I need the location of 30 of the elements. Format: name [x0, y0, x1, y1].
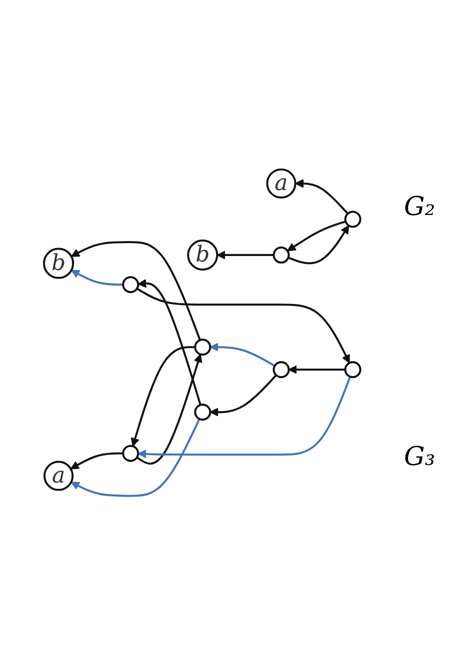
- arrow: [138, 376, 351, 458]
- node-circle: [122, 444, 139, 462]
- arrow: [210, 374, 277, 417]
- arrow: [70, 270, 123, 286]
- arrow: [138, 279, 202, 406]
- node-circle: [194, 404, 211, 421]
- arrow: [70, 241, 201, 340]
- node-circle: a: [266, 168, 296, 199]
- arrow: [288, 225, 349, 264]
- arrow: [70, 418, 200, 497]
- node-circle: [122, 276, 139, 294]
- node-circle: [272, 246, 290, 264]
- graph-label: G₃: [404, 442, 436, 472]
- node-circle: b: [42, 248, 74, 279]
- node-circle: [272, 361, 290, 378]
- node-circle: a: [43, 460, 74, 491]
- arrow: [216, 250, 274, 260]
- arrow: [294, 179, 348, 214]
- node-circle: b: [186, 240, 218, 271]
- graph-label: G₂: [404, 192, 436, 222]
- arrow: [136, 354, 202, 465]
- node-circle: [344, 361, 362, 378]
- arrow: [210, 342, 276, 367]
- node-circle: [194, 338, 211, 356]
- arrow: [70, 452, 123, 470]
- arrow: [136, 288, 350, 364]
- node-circle: [344, 210, 362, 228]
- arrow: [288, 365, 346, 374]
- arrow: [286, 220, 346, 252]
- arrow: [130, 346, 195, 447]
